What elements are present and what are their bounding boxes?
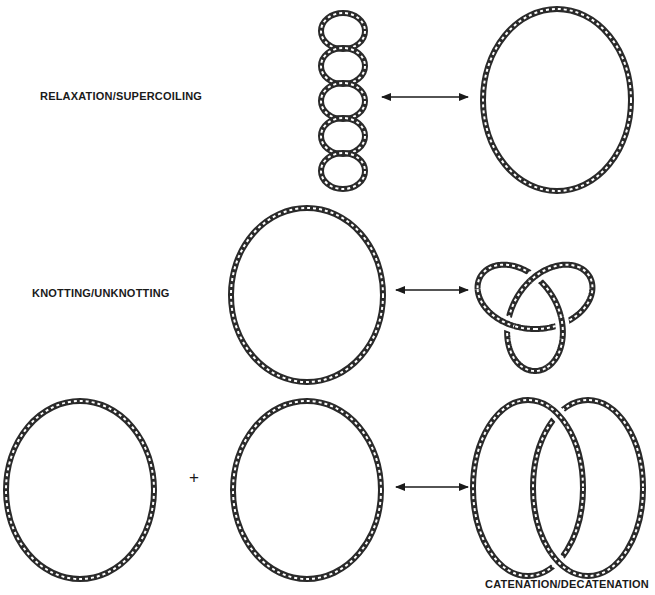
knot-crossing (478, 289, 515, 326)
double-arrow (396, 289, 468, 291)
relaxed-dna (483, 9, 631, 191)
knot-crossing (547, 317, 562, 367)
row-label: RELAXATION/SUPERCOILING (40, 90, 202, 103)
knot-crossing (478, 289, 515, 326)
knot-crossing (530, 265, 580, 281)
double-arrow (396, 486, 468, 488)
knot-crossing (547, 317, 562, 367)
trefoil-knot (478, 265, 593, 371)
row-label: KNOTTING/UNKNOTTING (32, 287, 170, 300)
knot-crossing (547, 317, 562, 367)
knot-crossing (530, 265, 580, 281)
plus-sign: + (189, 468, 199, 488)
row-label: CATENATION/DECATENATION (485, 578, 649, 591)
supercoiled-dna (321, 13, 365, 189)
circular-dna (6, 401, 154, 579)
knot-crossing (478, 289, 515, 326)
double-arrow (382, 96, 468, 98)
circular-dna (233, 401, 381, 579)
knot-crossing (530, 265, 580, 281)
circular-dna (231, 208, 383, 382)
catenane-dna (473, 400, 643, 576)
